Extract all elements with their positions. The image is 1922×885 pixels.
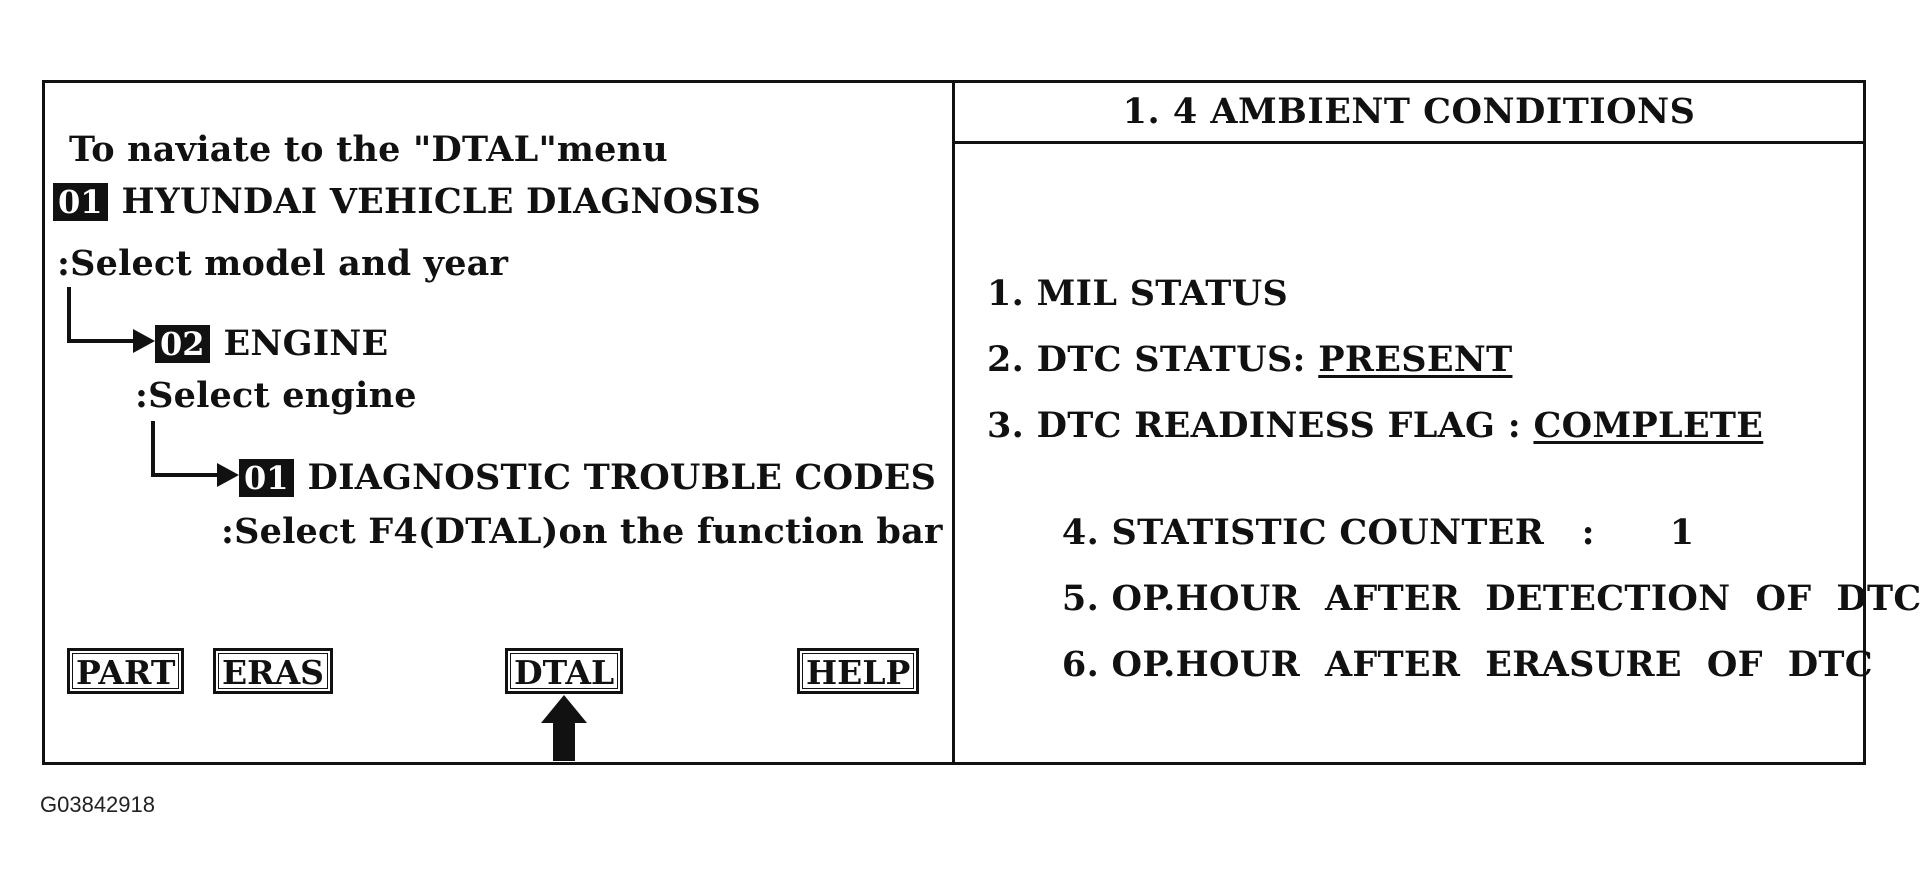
step-instruction-engine: :Select engine — [135, 375, 417, 416]
list-item-text: 5. OP.HOUR AFTER DETECTION OF DTC — [1061, 578, 1922, 619]
function-key-label: PART — [76, 653, 176, 692]
dtc-status-value: PRESENT — [1318, 339, 1513, 380]
step-label: ENGINE — [223, 323, 389, 364]
step-badge: 02 — [155, 324, 210, 363]
list-item-text: 3. DTC READINESS FLAG : — [987, 405, 1534, 446]
function-key-label: ERAS — [222, 653, 325, 692]
step-instruction-dtal: :Select F4(DTAL)on the function bar — [221, 511, 943, 552]
list-item-dtc-status: 2. DTC STATUS: PRESENT — [987, 339, 1512, 380]
step-badge: 01 — [239, 458, 294, 497]
diagram-frame: To naviate to the "DTAL"menu 01 HYUNDAI … — [42, 80, 1921, 765]
list-item-text: 1. MIL STATUS — [987, 273, 1289, 314]
up-arrow-icon — [541, 695, 587, 761]
navigation-panel: To naviate to the "DTAL"menu 01 HYUNDAI … — [45, 83, 955, 762]
list-item-text: 2. DTC STATUS: — [987, 339, 1319, 380]
connector-arrow-icon — [67, 287, 155, 353]
function-key-part[interactable]: PART — [67, 648, 185, 694]
list-item-text: 6. OP.HOUR AFTER ERASURE OF DTC — [1061, 644, 1873, 685]
list-item-statistic-counter: 4. STATISTIC COUNTER : 1 — [987, 471, 1694, 594]
function-key-help[interactable]: HELP — [797, 648, 920, 694]
ambient-conditions-panel: 1. 4 AMBIENT CONDITIONS 1. MIL STATUS 2.… — [955, 83, 1921, 762]
function-key-label: DTAL — [514, 653, 615, 692]
connector-arrow-icon — [151, 421, 239, 487]
figure-id: G03842918 — [40, 792, 155, 817]
readiness-flag-value: COMPLETE — [1533, 405, 1764, 446]
step-engine: 02 ENGINE — [155, 323, 388, 364]
step-label: DIAGNOSTIC TROUBLE CODES — [307, 457, 937, 498]
function-key-label: HELP — [806, 653, 911, 692]
step-badge: 01 — [53, 182, 108, 221]
function-key-dtal[interactable]: DTAL — [505, 648, 624, 694]
step-label: HYUNDAI VEHICLE DIAGNOSIS — [121, 181, 761, 222]
step-hyundai-vehicle-diagnosis: 01 HYUNDAI VEHICLE DIAGNOSIS — [53, 181, 761, 222]
panel-header: 1. 4 AMBIENT CONDITIONS — [955, 83, 1863, 144]
step-diagnostic-trouble-codes: 01 DIAGNOSTIC TROUBLE CODES — [239, 457, 936, 498]
navigation-intro: To naviate to the "DTAL"menu — [69, 129, 668, 170]
list-item-op-hour-erasure: 6. OP.HOUR AFTER ERASURE OF DTC — [987, 603, 1873, 726]
list-item-dtc-readiness-flag: 3. DTC READINESS FLAG : COMPLETE — [987, 405, 1763, 446]
list-item-mil-status: 1. MIL STATUS — [987, 273, 1288, 314]
list-item-op-hour-detection: 5. OP.HOUR AFTER DETECTION OF DTC — [987, 537, 1922, 660]
step-instruction-model-year: :Select model and year — [57, 243, 509, 284]
function-key-eras[interactable]: ERAS — [213, 648, 334, 694]
list-item-text: 4. STATISTIC COUNTER : 1 — [1061, 512, 1695, 553]
